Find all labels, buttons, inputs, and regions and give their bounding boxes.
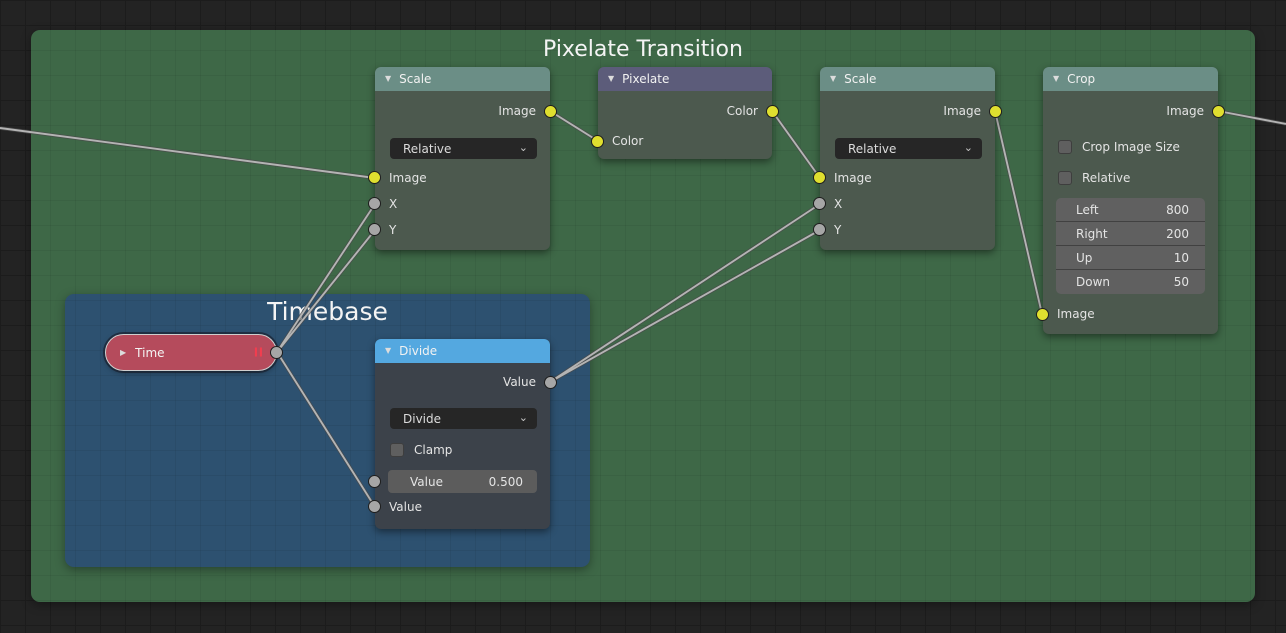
up-value-field[interactable]: Up 10 xyxy=(1056,246,1205,270)
relative-checkbox[interactable] xyxy=(1058,171,1072,185)
output-label-image: Image xyxy=(1166,104,1204,118)
pause-bars-icon: II xyxy=(253,345,264,360)
socket-value1-input[interactable] xyxy=(368,475,381,488)
input-label-image: Image xyxy=(1057,307,1095,321)
wires[interactable] xyxy=(0,110,1286,508)
node-scale-1-header[interactable]: ▼ Scale xyxy=(375,67,550,91)
collapse-triangle-icon[interactable]: ▼ xyxy=(830,74,837,83)
wire-divide-to-scale2-x[interactable] xyxy=(549,203,821,383)
math-operation-dropdown[interactable]: Divide ⌄ xyxy=(390,408,537,429)
socket-image-output[interactable] xyxy=(989,105,1002,118)
field-label: Down xyxy=(1076,275,1111,289)
input-label-x: X xyxy=(389,197,398,211)
node-crop[interactable]: ▼ Crop Image Crop Image Size Relative Le… xyxy=(1036,67,1225,334)
scale-space-dropdown[interactable]: Relative ⌄ xyxy=(835,138,982,159)
socket-x-input[interactable] xyxy=(368,197,381,210)
wire-pixelate-to-scale2[interactable] xyxy=(771,110,821,179)
crop-bounds-fields: Left 800 Right 200 Up 10 Down 50 xyxy=(1056,198,1205,294)
socket-y-input[interactable] xyxy=(813,223,826,236)
node-pixelate[interactable]: ▼ Pixelate Color Color xyxy=(591,67,779,159)
scale-space-dropdown[interactable]: Relative ⌄ xyxy=(390,138,537,159)
chevron-down-icon: ⌄ xyxy=(518,410,528,424)
down-value-field[interactable]: Down 50 xyxy=(1056,270,1205,294)
socket-image-output[interactable] xyxy=(544,105,557,118)
field-value: 800 xyxy=(1166,202,1189,217)
dropdown-value: Relative xyxy=(403,141,452,156)
value-number-field[interactable]: Value 0.500 xyxy=(388,470,537,493)
field-value: 10 xyxy=(1173,250,1189,265)
node-pixelate-header[interactable]: ▼ Pixelate xyxy=(598,67,772,91)
collapse-triangle-icon[interactable]: ▼ xyxy=(385,346,392,355)
dropdown-value: Divide xyxy=(403,411,442,426)
input-label-x: X xyxy=(834,197,843,211)
output-label-image: Image xyxy=(943,104,981,118)
node-title: Divide xyxy=(399,344,438,358)
wire-input-to-scale1-image[interactable] xyxy=(0,127,376,179)
input-label-y: Y xyxy=(389,223,397,237)
node-crop-header[interactable]: ▼ Crop xyxy=(1043,67,1218,91)
node-scale-2[interactable]: ▼ Scale Image Relative ⌄ Image X Y xyxy=(813,67,1002,250)
socket-value2-input[interactable] xyxy=(368,500,381,513)
node-title: Pixelate xyxy=(622,72,670,86)
right-value-field[interactable]: Right 200 xyxy=(1056,222,1205,246)
wire-scale1-to-pixelate[interactable] xyxy=(549,110,599,142)
clamp-checkbox[interactable] xyxy=(390,443,404,457)
output-label-color: Color xyxy=(726,104,758,118)
input-label-y: Y xyxy=(834,223,842,237)
node-title: Time xyxy=(135,345,165,360)
checkbox-label: Relative xyxy=(1082,171,1131,185)
socket-time-output[interactable] xyxy=(270,346,283,359)
field-value: 200 xyxy=(1166,226,1189,241)
socket-y-input[interactable] xyxy=(368,223,381,236)
chevron-down-icon: ⌄ xyxy=(963,140,973,154)
input-label-value: Value xyxy=(389,500,422,514)
socket-color-input[interactable] xyxy=(591,135,604,148)
input-label-image: Image xyxy=(389,171,427,185)
input-label-image: Image xyxy=(834,171,872,185)
wire-crop-to-output[interactable] xyxy=(1217,110,1286,125)
input-label-color: Color xyxy=(612,134,644,148)
field-label: Right xyxy=(1076,226,1108,241)
socket-image-input[interactable] xyxy=(813,171,826,184)
field-label: Value xyxy=(410,474,443,489)
output-label-value: Value xyxy=(503,375,536,389)
checkbox-label: Clamp xyxy=(414,443,453,457)
node-title: Crop xyxy=(1067,72,1096,86)
socket-color-output[interactable] xyxy=(766,105,779,118)
node-scale-1[interactable]: ▼ Scale Image Relative ⌄ Image X Y xyxy=(368,67,557,250)
expand-triangle-icon[interactable]: ▶ xyxy=(120,347,127,357)
field-label: Up xyxy=(1076,250,1093,265)
wire-time-to-scale1-x[interactable] xyxy=(276,203,376,353)
socket-image-input[interactable] xyxy=(1036,308,1049,321)
wire-time-to-scale1-y[interactable] xyxy=(276,229,376,353)
chevron-down-icon: ⌄ xyxy=(518,140,528,154)
field-value: 0.500 xyxy=(488,474,523,489)
socket-x-input[interactable] xyxy=(813,197,826,210)
socket-image-output[interactable] xyxy=(1212,105,1225,118)
wire-scale2-to-crop[interactable] xyxy=(994,110,1043,315)
node-title: Scale xyxy=(844,72,877,86)
node-divide[interactable]: ▼ Divide Value Divide ⌄ Clamp Value 0.50… xyxy=(368,339,557,529)
node-scale-2-header[interactable]: ▼ Scale xyxy=(820,67,995,91)
socket-image-input[interactable] xyxy=(368,171,381,184)
field-value: 50 xyxy=(1173,275,1189,289)
collapse-triangle-icon[interactable]: ▼ xyxy=(1053,74,1060,83)
node-divide-header[interactable]: ▼ Divide xyxy=(375,339,550,363)
node-title: Scale xyxy=(399,72,432,86)
checkbox-label: Crop Image Size xyxy=(1082,140,1180,154)
dropdown-value: Relative xyxy=(848,141,897,156)
wire-divide-to-scale2-y[interactable] xyxy=(549,229,821,383)
collapse-triangle-icon[interactable]: ▼ xyxy=(608,74,615,83)
crop-image-size-checkbox[interactable] xyxy=(1058,140,1072,154)
wire-time-to-divide-value[interactable] xyxy=(276,351,376,508)
output-label-image: Image xyxy=(498,104,536,118)
left-value-field[interactable]: Left 800 xyxy=(1056,198,1205,222)
node-time[interactable]: ▶ Time II xyxy=(105,334,283,371)
socket-value-output[interactable] xyxy=(544,376,557,389)
field-label: Left xyxy=(1076,202,1099,217)
collapse-triangle-icon[interactable]: ▼ xyxy=(385,74,392,83)
